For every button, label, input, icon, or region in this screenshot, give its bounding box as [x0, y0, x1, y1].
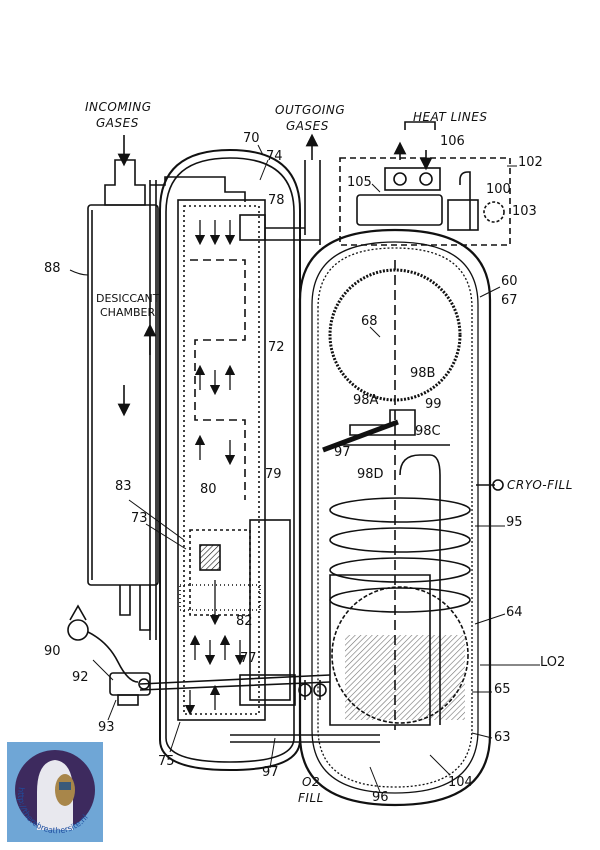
ref-82: 82: [236, 614, 253, 629]
ref-88: 88: [44, 261, 61, 276]
ref-95: 95: [506, 515, 523, 530]
ref-60: 60: [501, 274, 518, 289]
ref-77: 77: [240, 651, 257, 666]
ref-83: 83: [115, 479, 132, 494]
ref-78: 78: [268, 193, 285, 208]
caption-o2-fill-line2: FILL: [298, 791, 324, 805]
ref-98b: 98B: [410, 366, 436, 381]
ref-104: 104: [448, 775, 473, 790]
desiccant-chamber: [87, 159, 159, 631]
ref-74: 74: [266, 149, 283, 164]
ref-68: 68: [361, 314, 378, 329]
ref-92: 92: [72, 670, 89, 685]
ref-64: 64: [506, 605, 523, 620]
ref-70: 70: [243, 131, 260, 146]
caption-outgoing-line1: OUTGOING: [275, 103, 346, 117]
ref-90: 90: [44, 644, 61, 659]
outgoing-pipe: [265, 133, 321, 245]
ref-72: 72: [268, 340, 285, 355]
ref-102: 102: [518, 155, 543, 170]
ref-79: 79: [265, 467, 282, 482]
heat-exchanger-box: [339, 121, 511, 246]
ref-103: 103: [512, 204, 537, 219]
caption-incoming-line2: GASES: [96, 116, 139, 130]
bottom-pipes: [139, 674, 380, 743]
caption-heat-lines: HEAT LINES: [413, 110, 488, 124]
ref-80: 80: [200, 482, 217, 497]
ref-96: 96: [372, 790, 389, 805]
diver-logo-icon: http://therebreathersite.nl: [15, 750, 95, 835]
ref-98a: 98A: [353, 393, 379, 408]
scrubber-tank: [149, 148, 301, 772]
ref-98c: 98C: [415, 424, 441, 439]
caption-incoming-line1: INCOMING: [85, 100, 152, 114]
ref-97-upper: 97: [334, 445, 351, 460]
caption-desiccant-line1: DESICCANT: [96, 292, 160, 305]
ref-73: 73: [131, 511, 148, 526]
caption-lo2: LO2: [540, 655, 566, 670]
oxygen-tank: [298, 228, 504, 807]
ref-106: 106: [440, 134, 465, 149]
ref-105: 105: [347, 175, 372, 190]
ref-65: 65: [494, 682, 511, 697]
ref-97-lower: 97: [262, 765, 279, 780]
ref-99: 99: [425, 397, 442, 412]
site-logo: http://therebreathersite.nl: [7, 742, 103, 842]
ref-67: 67: [501, 293, 518, 308]
caption-cryo-fill: CRYO-FILL: [507, 478, 573, 492]
ref-63: 63: [494, 730, 511, 745]
valve-90: [67, 604, 139, 683]
leader-lines: [69, 144, 540, 793]
ref-98d: 98D: [357, 467, 384, 482]
ref-75: 75: [158, 754, 175, 769]
caption-desiccant-line2: CHAMBER: [100, 306, 156, 319]
ref-93: 93: [98, 720, 115, 735]
caption-outgoing-line2: GASES: [286, 119, 329, 133]
caption-o2-fill-line1: O2: [302, 775, 321, 789]
ref-100: 100: [486, 182, 511, 197]
